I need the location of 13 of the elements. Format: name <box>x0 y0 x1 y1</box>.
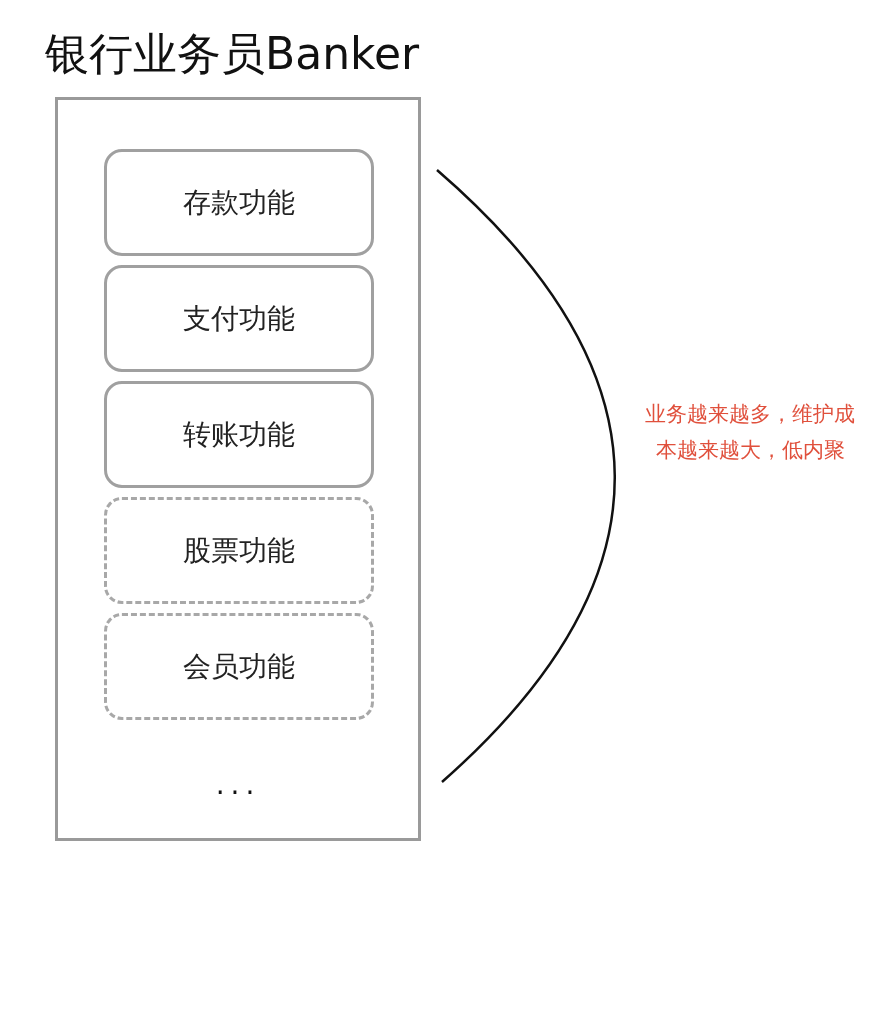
planned-function-box <box>104 613 374 720</box>
function-label: 存款功能 <box>183 184 295 221</box>
function-label: 支付功能 <box>183 300 295 337</box>
ellipsis-text: ··· <box>214 776 262 809</box>
planned-function-box <box>104 497 374 604</box>
function-label: 转账功能 <box>183 416 295 453</box>
function-box <box>104 149 374 256</box>
function-box <box>104 265 374 372</box>
note-text: 业务越来越多，维护成本越来越大，低内聚 <box>644 401 856 464</box>
title-text: 银行业务员Banker <box>45 27 420 81</box>
function-box <box>104 381 374 488</box>
function-label: 会员功能 <box>183 648 295 685</box>
function-label: 股票功能 <box>183 532 295 569</box>
